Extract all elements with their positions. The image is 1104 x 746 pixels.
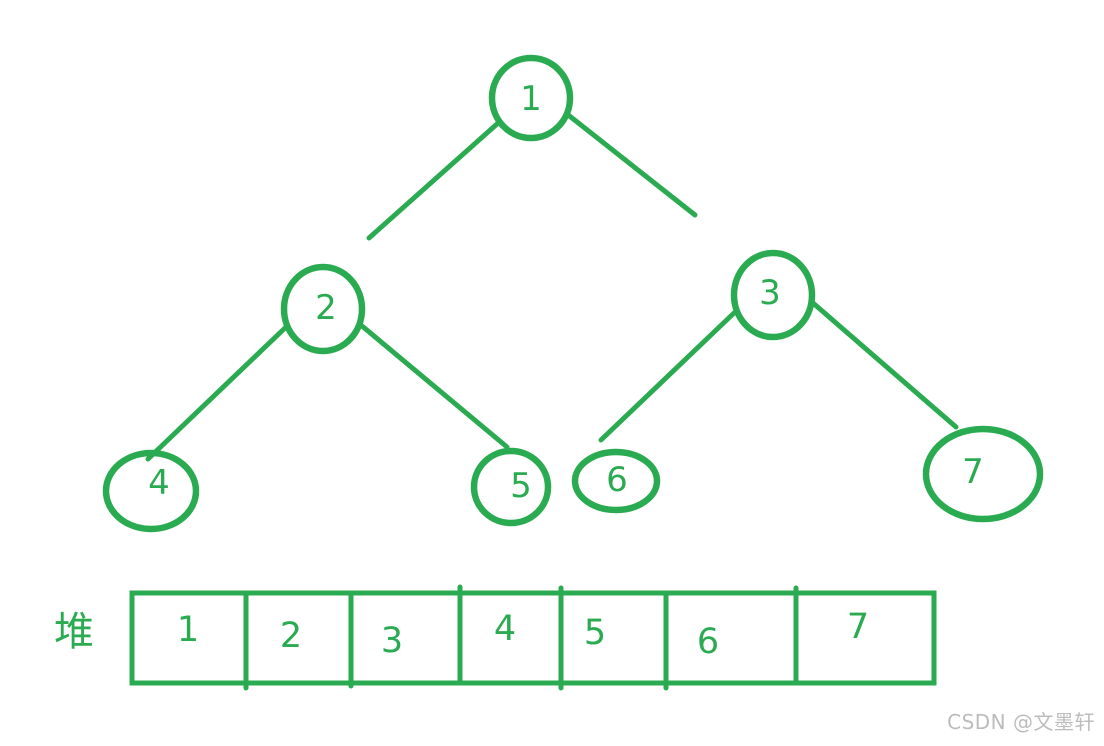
tree-node-3-label: 3 <box>759 273 781 313</box>
tree-node-2: 2 <box>280 263 366 355</box>
tree-node-7: 7 <box>922 425 1044 523</box>
tree-node-6-label: 6 <box>606 460 628 500</box>
tree-node-5-label: 5 <box>510 466 532 506</box>
tree-node-1-label: 1 <box>520 79 542 119</box>
tree-node-3-circle <box>730 249 816 341</box>
tree-node-7-label: 7 <box>962 452 984 492</box>
heap-array-cell-6: 6 <box>697 622 719 662</box>
heap-array-cell-1: 1 <box>177 610 199 650</box>
tree-node-2-circle <box>280 263 366 355</box>
tree-edge-2-5 <box>359 323 510 450</box>
heap-array-cell-7: 7 <box>847 607 869 647</box>
tree-edge-1-2 <box>366 121 500 241</box>
heap-label: 堆 <box>54 609 94 655</box>
heap-array-cell-2: 2 <box>280 616 302 656</box>
tree-edge-2-4 <box>145 325 288 462</box>
tree-edge-3-7 <box>810 300 959 430</box>
tree-node-4-label: 4 <box>148 463 170 503</box>
heap-array-cell-4: 4 <box>494 609 516 649</box>
tree-node-2-label: 2 <box>315 288 337 328</box>
heap-array-box <box>129 590 937 686</box>
tree-node-6: 6 <box>571 448 661 514</box>
tree-edge-1-3 <box>564 111 698 218</box>
watermark: CSDN @文墨轩 <box>947 710 1095 734</box>
tree-node-1-circle <box>488 54 574 142</box>
tree-node-6-circle <box>571 448 661 514</box>
tree-node-5: 5 <box>470 447 552 527</box>
tree-node-3: 3 <box>730 249 816 341</box>
tree-node-7-circle <box>922 425 1044 523</box>
tree-node-5-circle <box>470 447 552 527</box>
tree-node-4-circle <box>102 449 200 533</box>
heap-array-cell-3: 3 <box>381 621 403 661</box>
tree-edge-3-6 <box>598 310 737 443</box>
heap-array-cell-5: 5 <box>584 613 606 653</box>
tree-node-1: 1 <box>488 54 574 142</box>
tree-node-4: 4 <box>102 449 200 533</box>
